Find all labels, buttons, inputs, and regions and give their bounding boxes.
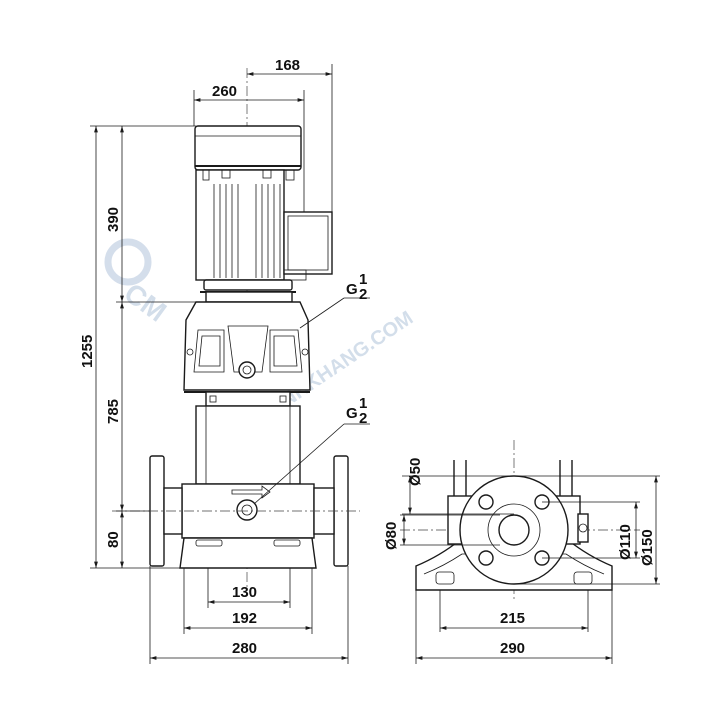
dim-390: 390 <box>105 126 124 302</box>
watermark-logo: CM <box>104 238 172 328</box>
g-label-lower: G 1 2 <box>253 395 370 505</box>
dim-80: 80 <box>105 511 124 568</box>
dim-785: 785 <box>105 302 124 511</box>
dim-168-label: 168 <box>275 57 300 74</box>
dim-192: 192 <box>184 610 312 630</box>
dim-215: 215 <box>440 610 588 630</box>
g-label-lower-sub: 2 <box>359 410 367 427</box>
dim-192-label: 192 <box>232 610 257 627</box>
dim-1255-label: 1255 <box>79 335 96 368</box>
dim-dia-150-label: Ø150 <box>639 529 656 566</box>
dim-130-label: 130 <box>232 584 257 601</box>
g-label-upper-sub: 2 <box>359 286 367 303</box>
lantern-bracket <box>183 301 311 407</box>
dim-dia-110-label: Ø110 <box>617 524 634 560</box>
top-view-supports <box>453 460 573 496</box>
dim-dia-110: Ø110 <box>617 502 638 560</box>
g-label-upper-main: G <box>346 281 358 298</box>
g-label-lower-sup: 1 <box>359 395 367 412</box>
g-label-upper-sup: 1 <box>359 271 367 288</box>
dim-dia-150: Ø150 <box>639 476 658 584</box>
g-label-lower-main: G <box>346 405 358 422</box>
terminal-box <box>283 211 333 281</box>
dim-dia-80: Ø80 <box>383 515 406 550</box>
motor-top-cap <box>194 125 302 171</box>
dim-dia-50-label: Ø50 <box>407 458 424 486</box>
side-view: G 1 2 G 1 2 168 260 <box>79 57 370 664</box>
dim-168: 168 <box>247 57 332 76</box>
dim-80-label: 80 <box>105 531 122 548</box>
dim-785-label: 785 <box>105 399 122 424</box>
dim-290-label: 290 <box>500 640 525 657</box>
dim-260-label: 260 <box>212 83 237 100</box>
pump-column <box>195 405 301 485</box>
dim-dia-50: Ø50 <box>407 458 424 514</box>
dim-280: 280 <box>150 640 348 660</box>
dim-130: 130 <box>208 584 290 604</box>
pump-base <box>179 483 317 569</box>
dim-390-label: 390 <box>105 207 122 232</box>
g-label-upper: G 1 2 <box>299 271 370 329</box>
dim-260: 260 <box>194 83 304 102</box>
top-view: Ø50 Ø80 Ø110 Ø150 215 290 <box>383 440 660 664</box>
dim-dia-80-label: Ø80 <box>383 522 400 550</box>
dim-215-label: 215 <box>500 610 525 627</box>
top-view-flange <box>459 475 569 585</box>
dim-290: 290 <box>416 640 612 660</box>
motor-body <box>195 169 295 281</box>
motor-flange <box>200 279 296 303</box>
dim-1255: 1255 <box>79 126 98 568</box>
dim-280-label: 280 <box>232 640 257 657</box>
